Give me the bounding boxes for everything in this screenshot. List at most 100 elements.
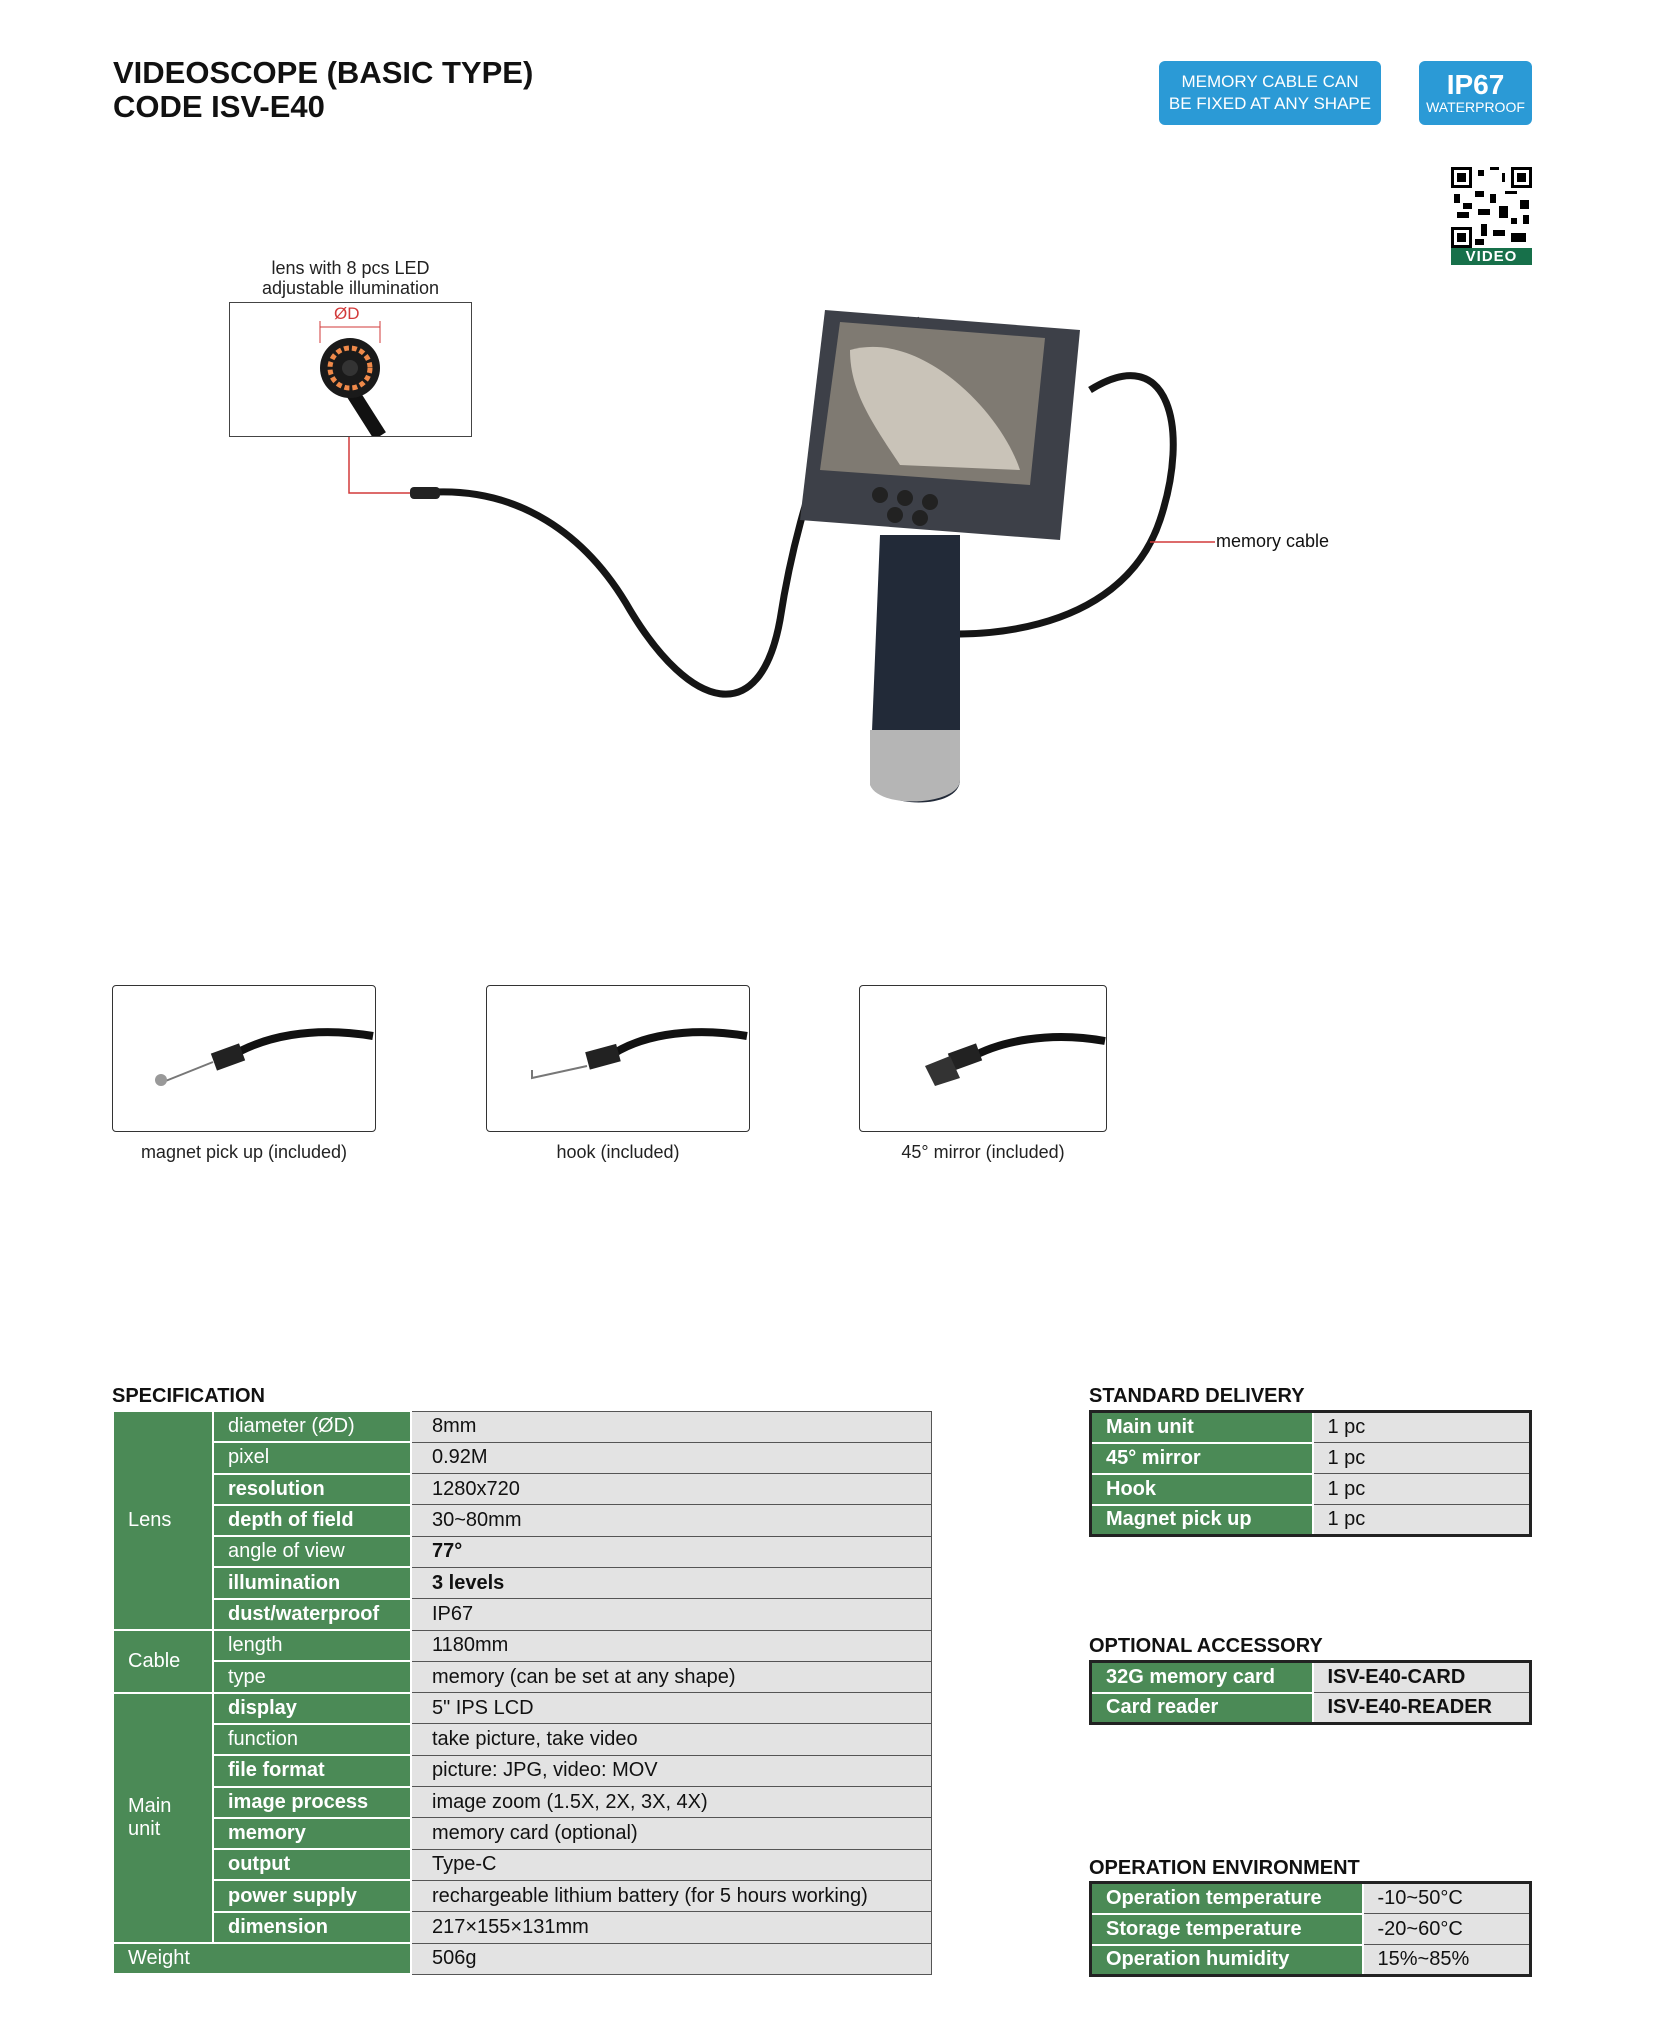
title-line: VIDEOSCOPE (BASIC TYPE) <box>113 55 534 90</box>
lens-caption: lens with 8 pcs LED adjustable illuminat… <box>229 258 472 298</box>
param: memory <box>212 1816 412 1851</box>
code: ISV-E40-READER <box>1312 1692 1531 1724</box>
param: power supply <box>212 1879 412 1913</box>
value: 8mm <box>410 1410 932 1443</box>
lens-illustration <box>319 321 386 440</box>
standard-delivery-title: STANDARD DELIVERY <box>1089 1385 1305 1407</box>
value: picture: JPG, video: MOV <box>410 1754 932 1788</box>
value: take picture, take video <box>410 1723 932 1756</box>
qty: 1 pc <box>1312 1442 1531 1474</box>
badge-text: IP67 <box>1446 69 1505 100</box>
item: 32G memory card <box>1089 1660 1314 1694</box>
mirror-image <box>859 985 1107 1132</box>
specification-title: SPECIFICATION <box>112 1385 265 1407</box>
badge-text: BE FIXED AT ANY SHAPE <box>1168 94 1372 113</box>
value: 5" IPS LCD <box>410 1692 932 1725</box>
param: type <box>212 1660 412 1694</box>
value: -10~50°C <box>1362 1882 1531 1914</box>
lens-callout-line <box>348 437 410 494</box>
param: pixel <box>212 1441 412 1475</box>
qr-label: VIDEO <box>1451 248 1532 265</box>
value: 77° <box>410 1535 932 1568</box>
value: IP67 <box>410 1598 932 1631</box>
code: ISV-E40-CARD <box>1312 1661 1531 1693</box>
hook-image <box>486 985 750 1132</box>
lens-detail-box: ØD <box>229 302 472 440</box>
param: output <box>212 1848 412 1882</box>
value: rechargeable lithium battery (for 5 hour… <box>410 1879 932 1913</box>
value: Type-C <box>410 1848 932 1881</box>
value: 1180mm <box>410 1629 932 1662</box>
table-row: Operation temperature-10~50°C <box>1089 1881 1531 1915</box>
param: depth of field <box>212 1503 412 1538</box>
param: resolution <box>212 1472 412 1506</box>
value: 506g <box>410 1942 932 1975</box>
item: Storage temperature <box>1089 1912 1364 1946</box>
value: 30~80mm <box>410 1504 932 1537</box>
param: file format <box>212 1754 412 1788</box>
param: image process <box>212 1785 412 1819</box>
value: 15%~85% <box>1362 1944 1531 1976</box>
qr-code[interactable]: VIDEO <box>1451 167 1532 265</box>
badge-text: MEMORY CABLE CAN <box>1181 72 1359 91</box>
group-cable: Cable <box>112 1629 214 1694</box>
accessory-caption: magnet pick up (included) <box>140 1142 348 1162</box>
param: illumination <box>212 1566 412 1600</box>
value: 0.92M <box>410 1441 932 1475</box>
value: 3 levels <box>410 1566 932 1600</box>
value: -20~60°C <box>1362 1913 1531 1945</box>
param: dust/waterproof <box>212 1597 412 1632</box>
value: 217×155×131mm <box>410 1911 932 1944</box>
qty: 1 pc <box>1312 1411 1531 1443</box>
value: image zoom (1.5X, 2X, 3X, 4X) <box>410 1786 932 1819</box>
memory-cable-callout-line <box>1150 541 1215 543</box>
param: diameter (ØD) <box>212 1409 412 1444</box>
memory-cable-label: memory cable <box>1216 531 1330 551</box>
magnet-pickup-image <box>112 985 376 1132</box>
qr-code-icon <box>1451 167 1532 248</box>
param: function <box>212 1722 412 1757</box>
param: display <box>212 1691 412 1725</box>
videoscope-device-image <box>410 310 1177 803</box>
diameter-label: ØD <box>334 304 360 323</box>
operation-environment-title: OPERATION ENVIRONMENT <box>1089 1857 1360 1879</box>
param: length <box>212 1629 412 1663</box>
item: Card reader <box>1089 1691 1314 1725</box>
value: memory card (optional) <box>410 1817 932 1850</box>
item: Operation temperature <box>1089 1881 1364 1915</box>
param: dimension <box>212 1910 412 1945</box>
value: memory (can be set at any shape) <box>410 1660 932 1694</box>
item: 45° mirror <box>1089 1441 1314 1475</box>
product-code: CODE ISV-E40 <box>113 89 325 124</box>
memory-cable-badge: MEMORY CABLE CAN BE FIXED AT ANY SHAPE <box>1159 61 1381 125</box>
accessory-caption: hook (included) <box>556 1142 680 1162</box>
caption-line: lens with 8 pcs LED <box>271 258 430 278</box>
item: Magnet pick up <box>1089 1503 1314 1537</box>
item: Hook <box>1089 1472 1314 1506</box>
badge-text: WATERPROOF <box>1426 99 1525 115</box>
qty: 1 pc <box>1312 1473 1531 1505</box>
